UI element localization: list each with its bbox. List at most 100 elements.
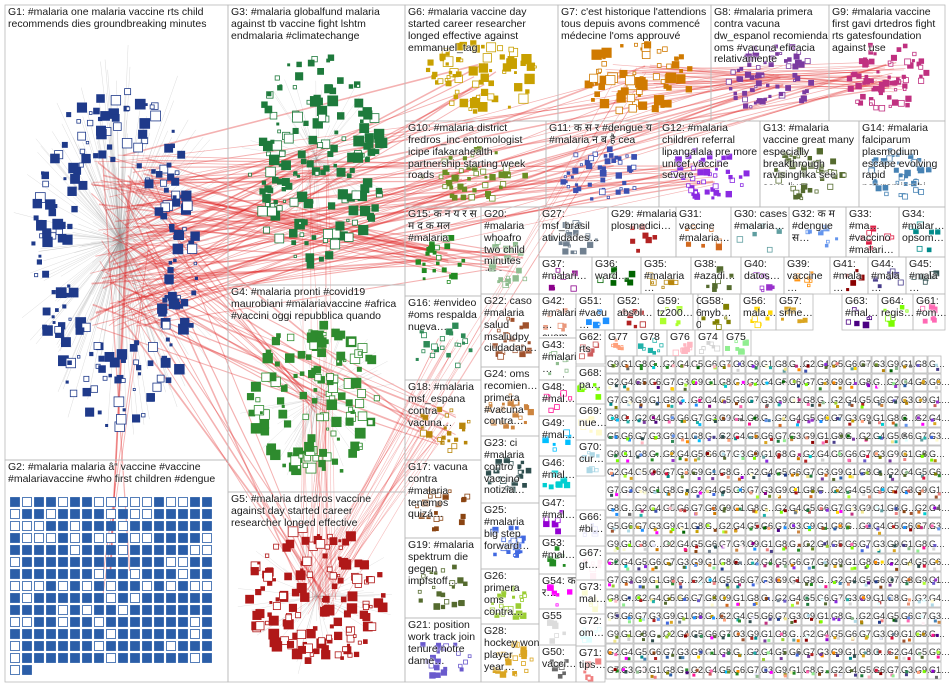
node [435, 527, 439, 531]
node [626, 567, 629, 570]
node [768, 419, 771, 422]
node [590, 198, 593, 201]
node [905, 439, 908, 442]
node [870, 79, 874, 83]
node [83, 630, 92, 639]
node [513, 412, 518, 417]
node [794, 511, 797, 514]
node [327, 400, 337, 410]
node [920, 526, 923, 529]
node [819, 491, 822, 494]
node [642, 51, 650, 59]
node [422, 350, 425, 353]
node [685, 492, 688, 495]
node [452, 565, 456, 569]
node [502, 590, 506, 594]
node [523, 323, 529, 329]
node [167, 582, 176, 591]
node [642, 586, 645, 589]
tiny-cluster-label: G… [929, 539, 945, 549]
node [889, 475, 892, 478]
node [452, 586, 454, 588]
node [509, 654, 511, 656]
node [652, 544, 655, 547]
node [114, 397, 124, 407]
node [876, 506, 879, 509]
node [59, 642, 68, 651]
node [472, 168, 475, 171]
node [768, 495, 771, 498]
node [35, 654, 44, 663]
node [43, 181, 49, 187]
node [134, 341, 138, 345]
node [738, 362, 741, 365]
node [584, 530, 587, 533]
node [699, 616, 702, 619]
node [809, 280, 812, 283]
node [783, 152, 788, 157]
node [919, 274, 924, 279]
node [669, 673, 672, 676]
node [766, 84, 769, 87]
node [580, 164, 582, 166]
node [739, 508, 742, 511]
node [366, 141, 373, 148]
node [259, 138, 267, 146]
node [791, 604, 794, 607]
node [776, 85, 779, 88]
node [280, 85, 282, 87]
node [578, 386, 583, 391]
node [593, 384, 596, 387]
node [840, 435, 843, 438]
node [891, 236, 894, 239]
node [519, 475, 522, 478]
node [648, 348, 652, 352]
node [875, 669, 878, 672]
node [552, 351, 557, 356]
node [251, 567, 258, 574]
node [738, 478, 741, 481]
node [920, 75, 923, 78]
node [623, 181, 626, 184]
node [850, 386, 853, 389]
node [167, 522, 176, 531]
node [851, 513, 854, 516]
node [894, 619, 897, 622]
node [359, 443, 363, 447]
node [490, 196, 496, 202]
node [808, 230, 811, 233]
node [23, 570, 32, 579]
node [665, 635, 668, 638]
node [509, 47, 514, 52]
node [764, 441, 767, 444]
node [319, 257, 323, 261]
node [618, 347, 621, 350]
node [851, 73, 853, 75]
node [549, 372, 551, 374]
node [809, 475, 812, 478]
node [446, 52, 449, 55]
node [656, 585, 659, 588]
node [577, 223, 581, 227]
node [318, 68, 324, 74]
node [764, 492, 767, 495]
node [574, 153, 578, 157]
node [681, 475, 684, 478]
node [282, 161, 291, 170]
node [556, 529, 561, 534]
node [667, 404, 670, 407]
node [927, 248, 931, 252]
node [426, 659, 430, 663]
node [937, 651, 940, 654]
node [525, 669, 528, 672]
node [167, 606, 176, 615]
node [621, 44, 624, 47]
node [684, 548, 687, 551]
node [367, 213, 373, 219]
node [121, 379, 125, 383]
node [320, 321, 328, 329]
node [718, 193, 721, 196]
node [119, 522, 128, 531]
node [155, 594, 164, 603]
node [334, 618, 342, 626]
